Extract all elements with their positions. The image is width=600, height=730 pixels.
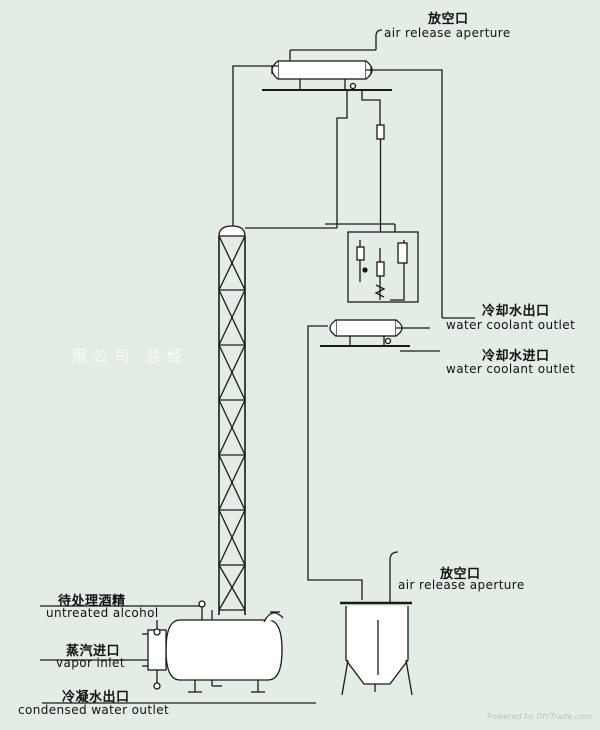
feed-label-en: untreated alcohol	[46, 606, 159, 620]
receiving-tank	[340, 551, 413, 696]
condensate-label-en: condensed water outlet	[18, 703, 170, 717]
distillation-column	[218, 225, 246, 615]
coolant-outlet-label-en: water coolant outlet	[446, 318, 576, 332]
top-vent-label-cn: 放空口	[428, 12, 469, 27]
top-vent-label-en: air release aperture	[384, 26, 511, 40]
vapor-pipe	[232, 65, 278, 230]
coolant-inlet-label-en: water coolant outlet	[446, 362, 576, 376]
sight-glass-line	[336, 90, 385, 232]
cooler-box	[325, 223, 419, 303]
top-vent-pipe	[375, 29, 383, 50]
steam-label-cn: 蒸汽进口	[66, 644, 121, 659]
boiler-tank	[142, 600, 284, 693]
watermark-text: 限公司 总经	[72, 347, 188, 365]
middle-exchanger	[320, 319, 410, 347]
coolant-outlet-pipe-upper	[366, 69, 443, 318]
tank-vent-label-en: air release aperture	[398, 578, 525, 592]
feed-label-cn: 待处理酒精	[58, 594, 126, 609]
tank-vent-label-cn: 放空口	[440, 567, 481, 582]
condensate-label-cn: 冷凝水出口	[62, 690, 130, 705]
coolant-inlet-label-cn: 冷却水进口	[482, 349, 550, 364]
product-pipe	[307, 325, 363, 600]
steam-label-en: vapor inlet	[56, 656, 125, 670]
credit-text: Powered by DIYTrade.com	[487, 712, 592, 721]
top-condenser	[262, 49, 392, 91]
coolant-outlet-label-cn: 冷却水出口	[482, 304, 550, 319]
